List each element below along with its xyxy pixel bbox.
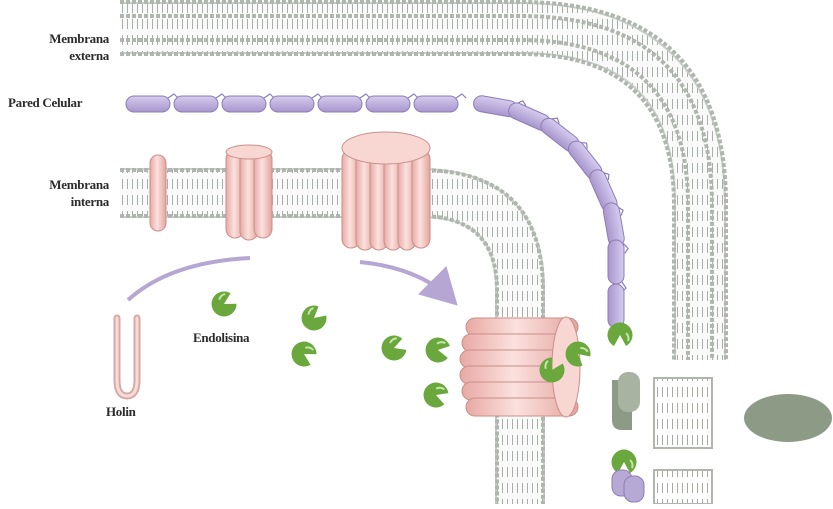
cell-wall-segment <box>126 94 178 112</box>
holin-oligomer-small <box>226 145 272 240</box>
cell-wall-segment <box>366 94 418 112</box>
cell-wall-segment <box>270 94 322 112</box>
pacman-enzyme-icon <box>420 379 451 411</box>
cell-wall-segment <box>222 94 274 112</box>
pacman-enzyme-icon <box>287 337 320 370</box>
u-shaped-holin-icon <box>117 318 137 396</box>
cell-wall-segment <box>318 94 370 112</box>
pacman-enzyme-icon <box>378 332 409 364</box>
pacman-enzyme-icon <box>612 450 637 473</box>
holin-oligomer-large <box>342 132 430 250</box>
cell-wall-segment <box>174 94 226 112</box>
pacman-enzyme-icon <box>207 288 240 321</box>
outer-membrane-fragment <box>654 378 712 504</box>
cell-debris <box>612 372 832 502</box>
cell-wall-segment <box>414 94 466 112</box>
pacman-enzyme-icon <box>296 301 330 335</box>
holin-monomer-inserted <box>150 155 166 231</box>
pacman-enzyme-icon <box>424 336 451 365</box>
inner-membrane-label: Membrana interna <box>49 176 109 210</box>
endolysin-label: Endolisina <box>193 330 249 346</box>
cell-wall-label: Pared Celular <box>8 95 82 111</box>
holin-label: Holin <box>106 404 136 420</box>
outer-membrane-label: Membrana externa <box>49 30 109 64</box>
process-arrows <box>128 258 452 300</box>
